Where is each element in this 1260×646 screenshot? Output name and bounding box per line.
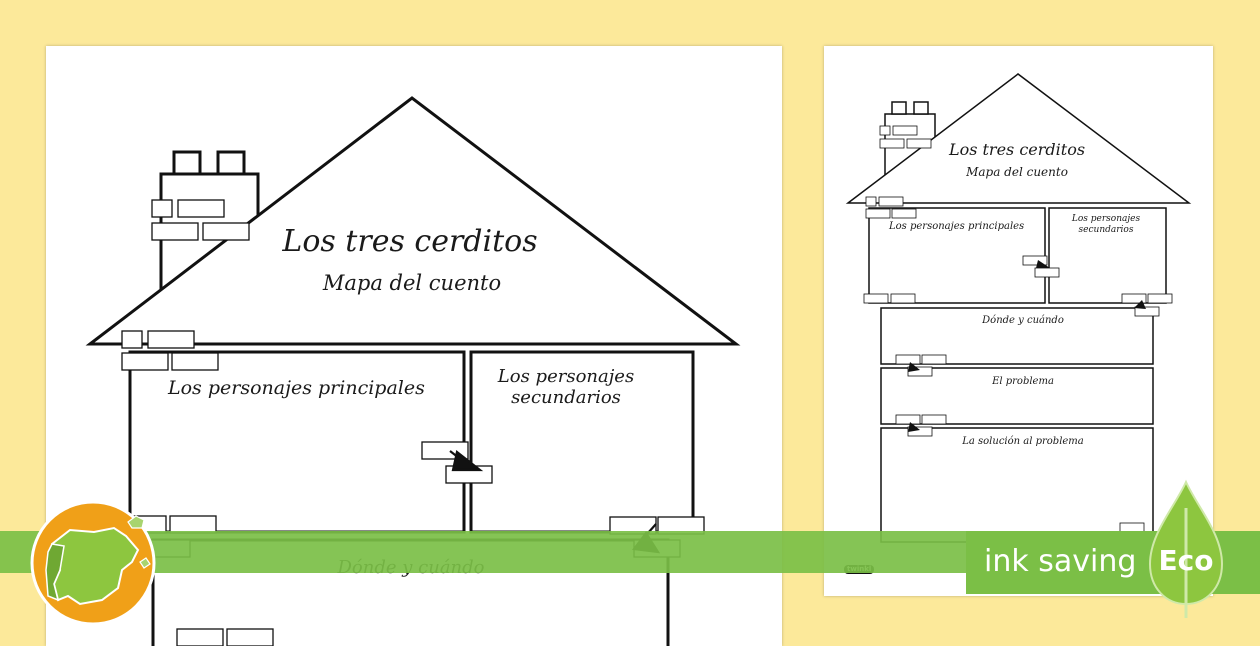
ink-saving-label: ink saving <box>984 544 1137 579</box>
spain-map-icon <box>30 500 156 626</box>
house-diagram-small <box>845 73 1192 543</box>
label-problem: El problema <box>992 376 1054 387</box>
arrow-icon <box>1036 260 1050 268</box>
worksheet-preview-large: Los tres cerditos Mapa del cuento Los pe… <box>46 46 782 646</box>
room-main-characters <box>128 350 466 534</box>
brick-icon <box>151 199 173 218</box>
brick-icon <box>147 330 195 349</box>
brick-icon <box>171 352 219 371</box>
arrow-icon <box>908 422 920 432</box>
room-main-characters <box>868 207 1046 304</box>
brick-icon <box>176 628 224 646</box>
room-solution <box>880 427 1154 543</box>
arrow-icon <box>908 362 920 372</box>
arrow-icon <box>1134 300 1146 309</box>
brick-icon <box>226 628 274 646</box>
eco-label: Eco <box>1158 544 1214 577</box>
worksheet-title: Los tres cerditos <box>282 224 538 259</box>
roof <box>85 96 741 346</box>
label-where-when: Dónde y cuándo <box>982 315 1064 326</box>
brick-icon <box>177 199 225 218</box>
room-secondary-characters <box>469 350 695 534</box>
label-secondary-characters: Los personajes secundarios <box>1071 214 1141 235</box>
brick-icon <box>121 352 169 371</box>
brick-icon <box>151 222 199 241</box>
label-main-characters: Los personajes principales <box>889 221 1025 232</box>
chimney-pot <box>891 101 907 115</box>
chimney-pot <box>172 150 202 176</box>
worksheet-subtitle: Mapa del cuento <box>966 165 1068 179</box>
label-secondary-characters: Los personajes secundarios <box>497 366 635 408</box>
roof <box>845 73 1192 204</box>
eco-leaf-icon <box>1148 479 1224 618</box>
brick-icon <box>121 330 143 349</box>
worksheet-subtitle: Mapa del cuento <box>322 271 502 295</box>
chimney-pot <box>913 101 929 115</box>
label-solution: La solución al problema <box>962 436 1084 447</box>
worksheet-title: Los tres cerditos <box>948 140 1086 159</box>
room-secondary-characters <box>1048 207 1167 304</box>
worksheet-preview-small: Los tres cerditos Mapa del cuento Los pe… <box>824 46 1213 596</box>
chimney-pot <box>216 150 246 176</box>
brick-icon <box>202 222 250 241</box>
label-main-characters: Los personajes principales <box>168 377 425 399</box>
